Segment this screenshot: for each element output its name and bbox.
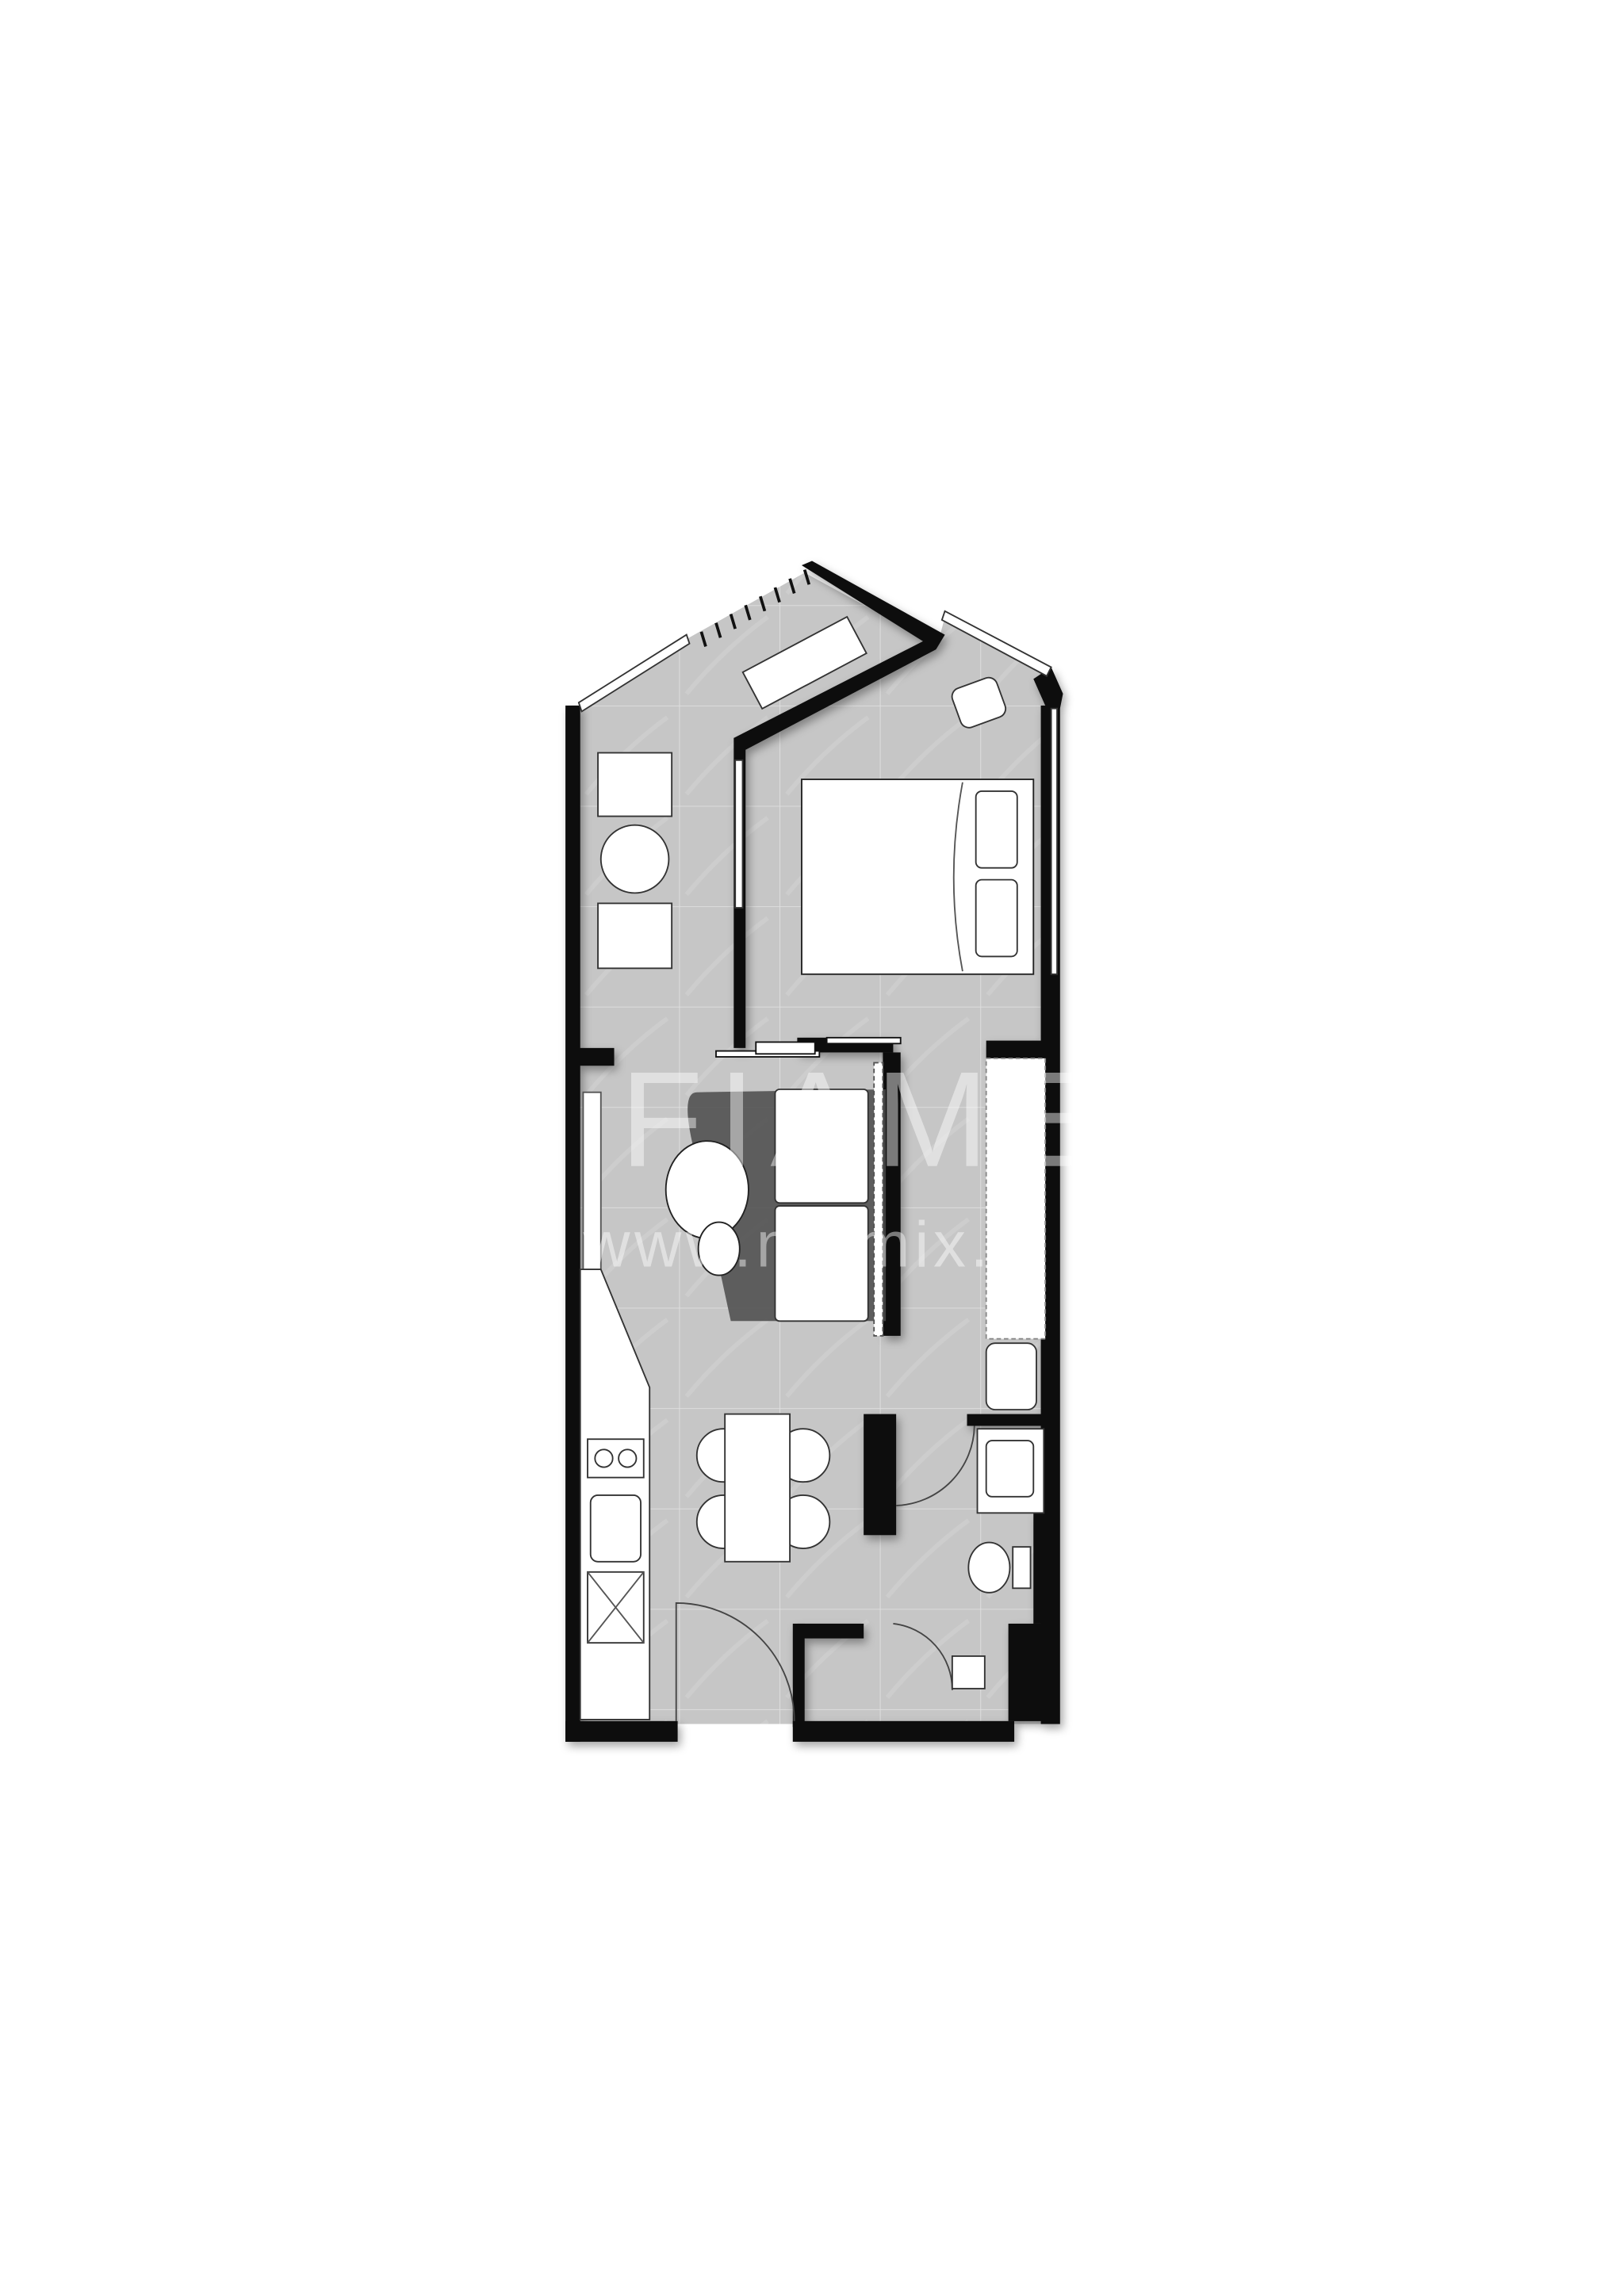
- walls: [565, 561, 1063, 1742]
- basin: [985, 1440, 1035, 1498]
- bathroom-door: [896, 1425, 975, 1506]
- shower-door: [893, 1623, 953, 1690]
- kitchen-sink: [589, 1494, 642, 1563]
- side-table: [697, 1221, 741, 1276]
- wardrobe: [985, 1057, 1047, 1340]
- nook-chair: [597, 902, 673, 970]
- pillow: [975, 790, 1018, 869]
- entry-door: [675, 1601, 795, 1721]
- armchair: [951, 676, 1007, 729]
- windows: [577, 610, 1058, 975]
- watermark-url: www.mitmix.s: [582, 1208, 1029, 1280]
- toilet-tank: [1012, 1546, 1032, 1590]
- sofa-seat: [774, 1205, 869, 1322]
- pillow: [975, 878, 1018, 958]
- lounge-chair: [741, 615, 868, 710]
- cooktop: [587, 1438, 645, 1479]
- toilet: [967, 1541, 1011, 1594]
- watermark-logo: FIAME: [620, 1044, 1109, 1196]
- bed-duvet-fold: [952, 782, 963, 972]
- appliance-cross: [587, 1571, 645, 1644]
- bench: [985, 1342, 1037, 1410]
- nook-chair: [597, 752, 673, 817]
- sofa-seat: [774, 1089, 869, 1204]
- washbasin: [951, 1655, 986, 1689]
- wardrobe-door: [734, 759, 744, 909]
- balcony-louvers: [699, 569, 811, 647]
- burner: [618, 1448, 638, 1468]
- tv-console: [873, 1062, 884, 1337]
- sliding-doors: [715, 1036, 902, 1058]
- nook-table: [599, 824, 670, 894]
- burner: [594, 1448, 614, 1468]
- dining-table: [724, 1413, 791, 1563]
